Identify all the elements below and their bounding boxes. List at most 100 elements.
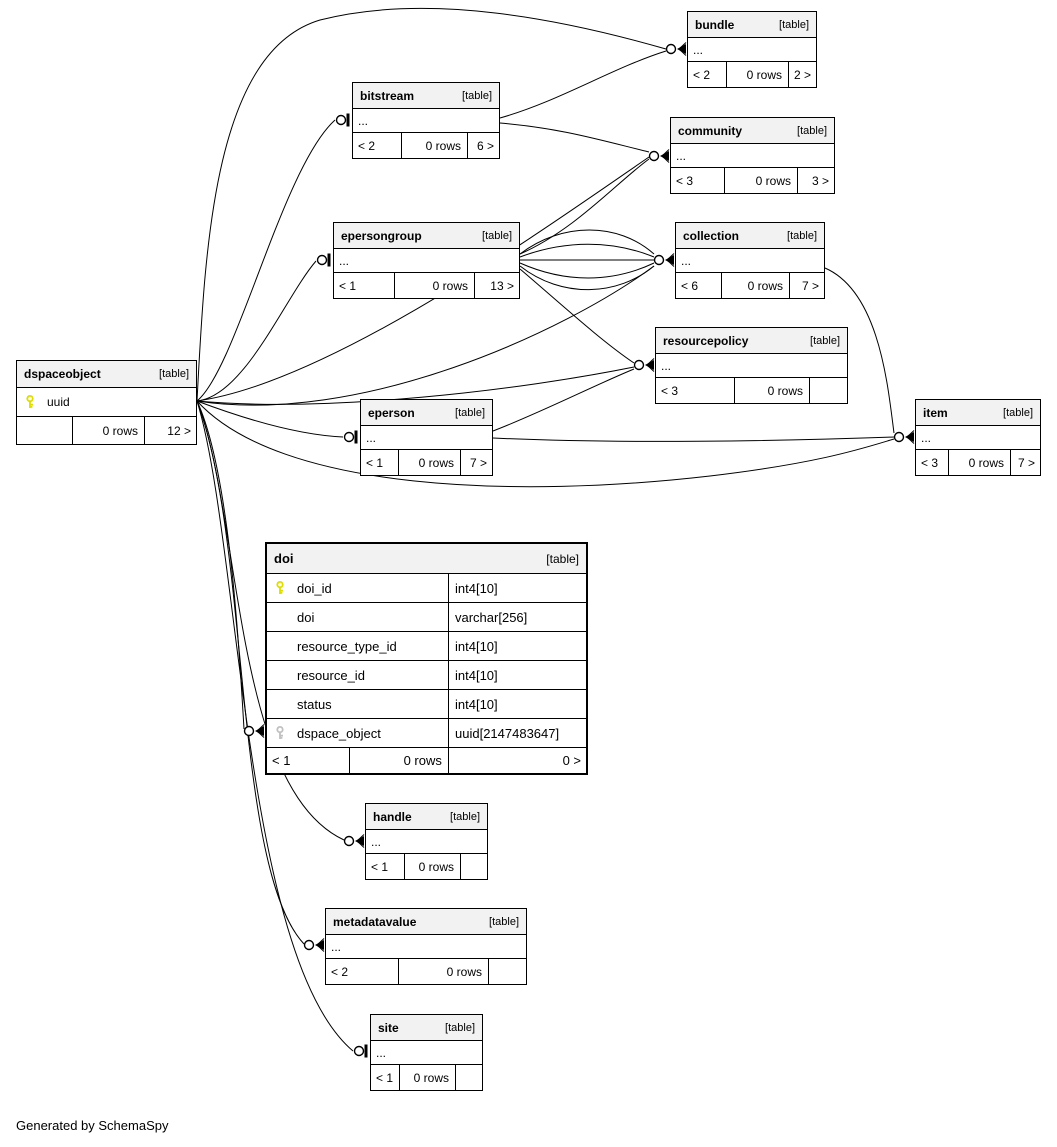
table-type-tag: [table]: [779, 18, 809, 31]
parents-count: < 3: [921, 455, 939, 470]
table-header: eperson[table]: [361, 400, 492, 426]
row-count: 0 rows: [72, 417, 144, 444]
table-name[interactable]: item: [923, 405, 948, 420]
cardinality-one-marker-bitstream: [335, 113, 350, 127]
edge-bitstream-to-community: [499, 122, 650, 153]
parents-count: < 1: [272, 753, 291, 768]
parents-count: < 1: [376, 1070, 394, 1085]
table-name[interactable]: resourcepolicy: [663, 333, 749, 348]
columns-ellipsis-row: ...: [656, 354, 847, 378]
cardinality-one-marker-epersongroup: [316, 253, 331, 267]
table-name[interactable]: metadatavalue: [333, 914, 417, 929]
edge-eperson-to-item: [492, 436, 895, 442]
table-type-tag: [table]: [797, 124, 827, 137]
table-name[interactable]: eperson: [368, 405, 415, 420]
children-count: [460, 854, 487, 879]
edge-eperson-to-resourcepolicy: [492, 368, 635, 432]
column-name: status: [297, 696, 332, 712]
table-type-tag: [table]: [787, 229, 817, 242]
row-count: 0 rows: [948, 450, 1010, 475]
table-type-tag: [table]: [1003, 406, 1033, 419]
children-count: 12 >: [144, 417, 196, 444]
columns-ellipsis-row: ...: [688, 38, 816, 62]
children-count: 2 >: [788, 62, 816, 87]
key-icon-slot: [25, 395, 47, 409]
children-count: 6 >: [467, 133, 499, 158]
columns-ellipsis-row: ...: [366, 830, 487, 854]
table-name[interactable]: epersongroup: [341, 228, 422, 243]
edge-dspaceobject-to-item: [196, 400, 895, 488]
column-type: int4[10]: [455, 580, 498, 596]
parents-count: < 1: [366, 455, 384, 470]
table-header: community [table]: [671, 118, 834, 144]
table-header: epersongroup [table]: [334, 223, 519, 249]
columns-ellipsis-row: ...: [916, 426, 1040, 450]
edge-epersongroup-to-collection: [519, 229, 655, 255]
table-name[interactable]: site: [378, 1020, 399, 1035]
edge-dspaceobject-to-metadatavalue: [196, 400, 305, 945]
table-name[interactable]: collection: [683, 228, 740, 243]
edge-epersongroup-to-collection: [519, 262, 655, 279]
key-icon-slot: [275, 726, 297, 740]
row-count: 0 rows: [734, 378, 809, 403]
parents-count: < 2: [331, 964, 349, 979]
table-name[interactable]: doi: [274, 551, 294, 566]
table-name[interactable]: community: [678, 123, 743, 138]
columns-ellipsis-row: ...: [334, 249, 519, 273]
cardinality-many-marker-bundle: [665, 42, 687, 56]
edge-dspaceobject-to-bitstream: [196, 119, 336, 402]
children-count: 7 >: [789, 273, 824, 298]
table-name[interactable]: handle: [373, 809, 412, 824]
parents-count: < 1: [371, 859, 389, 874]
parents-count: < 2: [358, 138, 376, 153]
children-count: 3 >: [797, 168, 834, 193]
edge-epersongroup-to-collection: [519, 243, 655, 258]
row-count: 0 rows: [398, 959, 488, 984]
children-count: 13 >: [474, 273, 519, 298]
generated-by-note: Generated by SchemaSpy: [16, 1118, 169, 1133]
column-type: uuid[2147483647]: [455, 725, 560, 741]
table-type-tag: [table]: [445, 1021, 475, 1034]
table-type-tag: [table]: [810, 334, 840, 347]
edge-dspaceobject-to-site: [196, 400, 354, 1052]
table-name[interactable]: dspaceobject: [24, 367, 101, 381]
row-count: 0 rows: [404, 854, 460, 879]
primary-key-icon: [276, 581, 284, 594]
row-count: 0 rows: [398, 450, 460, 475]
cardinality-many-marker-resourcepolicy: [633, 358, 655, 372]
table-type-tag: [table]: [482, 229, 512, 242]
children-count: [488, 959, 526, 984]
table-stats-footer: < 2 0 rows: [326, 959, 526, 984]
table-name[interactable]: bitstream: [360, 88, 415, 103]
columns-ellipsis-row: ...: [671, 144, 834, 168]
edge-dspaceobject-to-community: [196, 156, 650, 402]
table-header: doi[table]: [267, 544, 586, 574]
table-name[interactable]: bundle: [695, 17, 735, 32]
foreign-key-icon: [276, 726, 284, 739]
cardinality-many-marker-community: [648, 149, 670, 163]
column-name: doi_id: [297, 580, 332, 596]
table-header: item [table]: [916, 400, 1040, 426]
table-type-tag: [table]: [489, 915, 519, 928]
table-header: site [table]: [371, 1015, 482, 1041]
edge-dspaceobject-to-resourcepolicy: [196, 366, 635, 405]
column-name: doi: [297, 609, 315, 625]
column-name: uuid: [47, 395, 70, 409]
column-type: int4[10]: [455, 667, 498, 683]
edge-dspaceobject-to-collection: [196, 265, 655, 406]
column-type: int4[10]: [455, 696, 498, 712]
